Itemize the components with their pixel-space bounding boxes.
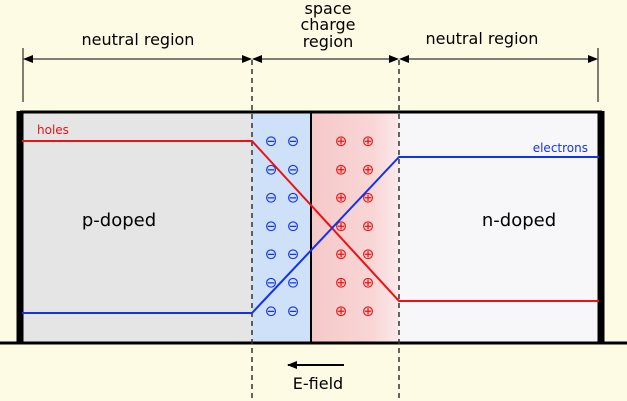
- positive-ion-icon: ⊕: [335, 302, 348, 320]
- p-doped-label: p-doped: [82, 210, 156, 231]
- positive-ion-icon: ⊕: [362, 274, 375, 292]
- positive-ion-icon: ⊕: [362, 217, 375, 235]
- neutral-region-right-label: neutral region: [426, 29, 539, 48]
- electrons-curve: [22, 156, 599, 314]
- negative-ion-icon: ⊖: [265, 217, 278, 235]
- negative-ion-icon: ⊖: [265, 274, 278, 292]
- negative-ion-icon: ⊖: [287, 302, 300, 320]
- positive-ion-icon: ⊕: [335, 160, 348, 178]
- holes-curve: [22, 140, 599, 302]
- holes-label: holes: [37, 123, 69, 137]
- n-doped-label: n-doped: [482, 210, 556, 231]
- depletion-negative-region: [252, 112, 311, 342]
- positive-ion-icon: ⊕: [362, 160, 375, 178]
- negative-ion-icon: ⊖: [287, 160, 300, 178]
- positive-ion-icon: ⊕: [335, 274, 348, 292]
- p-region: [20, 112, 252, 342]
- n-region: [399, 112, 599, 342]
- neutral-region-left-label: neutral region: [82, 30, 195, 49]
- space-charge-label-line3: region: [303, 32, 354, 51]
- positive-ion-icon: ⊕: [335, 132, 348, 150]
- negative-ion-icon: ⊖: [287, 274, 300, 292]
- space-charge-label-line1: space: [305, 0, 352, 18]
- positive-ion-icon: ⊕: [335, 245, 348, 263]
- space-charge-label-line2: charge: [300, 15, 355, 34]
- negative-ion-icon: ⊖: [287, 217, 300, 235]
- electrons-label: electrons: [533, 141, 588, 155]
- depletion-positive-region: [311, 112, 399, 342]
- negative-ion-icon: ⊖: [265, 245, 278, 263]
- negative-ion-icon: ⊖: [265, 189, 278, 207]
- positive-ion-icon: ⊕: [362, 132, 375, 150]
- positive-ion-icon: ⊕: [335, 189, 348, 207]
- negative-ion-icon: ⊖: [287, 132, 300, 150]
- positive-ion-icon: ⊕: [362, 302, 375, 320]
- negative-ion-icon: ⊖: [287, 189, 300, 207]
- positive-ion-icon: ⊕: [362, 245, 375, 263]
- negative-ion-icon: ⊖: [265, 302, 278, 320]
- e-field-label: E-field: [293, 374, 343, 393]
- ion-grid: ⊖⊖⊕⊕⊖⊖⊕⊕⊖⊖⊕⊕⊖⊖⊕⊕⊖⊖⊕⊕⊖⊖⊕⊕⊖⊖⊕⊕: [265, 132, 375, 320]
- negative-ion-icon: ⊖: [287, 245, 300, 263]
- negative-ion-icon: ⊖: [265, 132, 278, 150]
